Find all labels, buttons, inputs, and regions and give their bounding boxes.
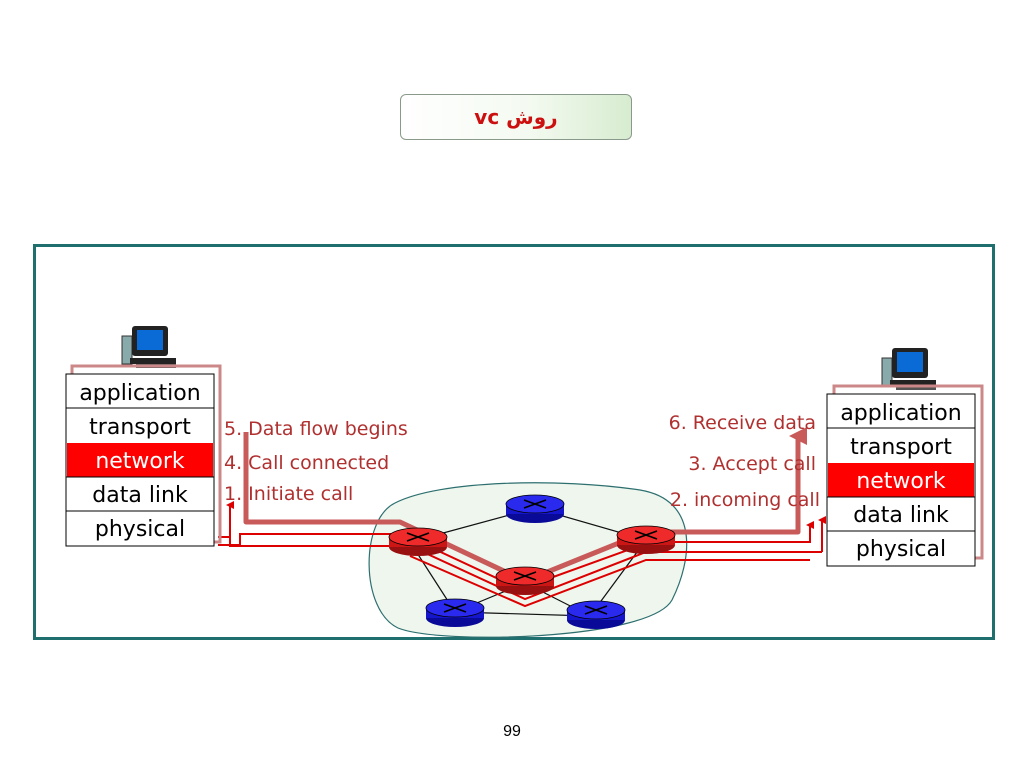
step-label-receive-data: 6. Receive data [669, 412, 816, 434]
page-number: 99 [503, 723, 521, 740]
step-label-call-connected: 4. Call connected [224, 452, 389, 474]
router-icon [425, 598, 485, 627]
slide-title: روش vc [474, 105, 558, 129]
right-layer-transport: transport [850, 435, 952, 460]
router-icon [495, 566, 555, 595]
router-icon [566, 600, 626, 629]
step-label-data-flow-begins: 5. Data flow begins [224, 418, 408, 440]
title-box: روش vc [400, 94, 632, 140]
router-icon [616, 525, 676, 554]
router-icon [388, 527, 448, 556]
computer-icon [881, 348, 936, 390]
step-label-accept-call: 3. Accept call [688, 453, 816, 475]
left-layer-data-link: data link [92, 483, 188, 508]
left-protocol-stack: application transport network data link … [65, 364, 222, 547]
right-layer-network: network [856, 469, 946, 494]
step-label-initiate-call: 1. Initiate call [224, 483, 353, 505]
router-icon [505, 494, 565, 523]
left-layer-physical: physical [95, 517, 185, 542]
network-cloud [368, 482, 688, 638]
computer-icon [121, 326, 176, 368]
right-protocol-stack: application transport network data link … [826, 384, 984, 567]
left-layer-network: network [95, 449, 185, 474]
left-layer-transport: transport [89, 415, 191, 440]
step-label-incoming-call: 2. incoming call [670, 489, 820, 511]
left-layer-application: application [79, 381, 200, 406]
right-layer-data-link: data link [853, 503, 949, 528]
right-layer-application: application [840, 401, 961, 426]
right-layer-physical: physical [856, 537, 946, 562]
